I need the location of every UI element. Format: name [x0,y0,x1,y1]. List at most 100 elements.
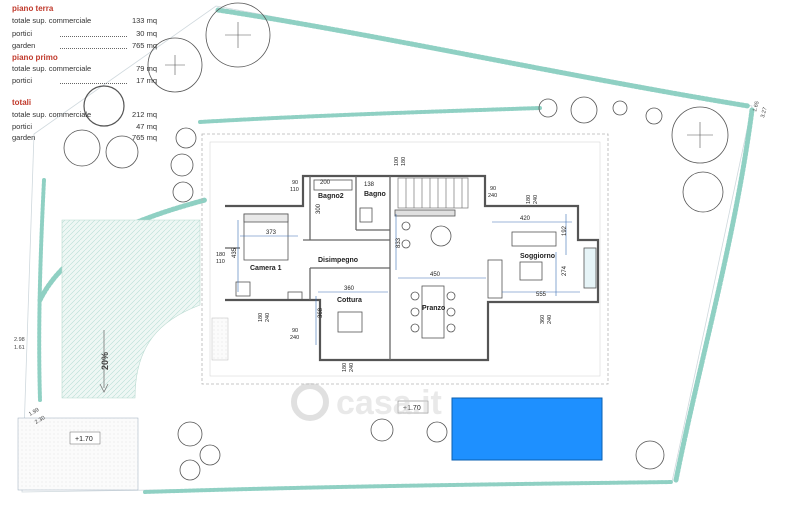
hedge-house-top [198,106,542,124]
tree [175,127,197,149]
window-90-240-b-b: 240 [488,193,497,199]
window-90-110-b: 110 [290,187,299,193]
legend-title-totali: totali [12,98,32,107]
tree [105,135,139,169]
tree [682,171,724,213]
watermark: casa.it [291,383,442,422]
legend-title-piano-terra: piano terra [12,4,54,13]
elevation-side: +1.70 [75,436,93,443]
staircase [397,177,469,209]
dim-555: 555 [536,292,547,298]
trees [63,2,729,481]
tree [177,421,203,447]
room-label-bagno: Bagno [364,191,386,198]
dim-274: 274 [562,265,568,276]
desk [287,291,303,301]
window-180-240-a-b: 240 [265,313,271,322]
legend-row-label: portici [12,76,33,85]
porch-outline [201,133,609,385]
house-walls [225,174,600,362]
site-mark-left-top: 2.98 [14,337,25,343]
legend-row-label: totale sup. commerciale [12,64,92,73]
dim-300: 300 [316,203,322,214]
window-100-180-b: 180 [401,157,407,166]
dim-192: 192 [562,225,568,236]
legend-row-value: 765 mq [131,133,157,142]
dim-420: 420 [520,216,531,222]
site-mark-corner-bottom: 2.30 [34,415,46,426]
dim-450: 450 [430,272,441,278]
legend-row: garden 765 mq [12,133,157,143]
window-180-240-a: 180 [258,313,264,322]
watermark-text: casa.it [336,384,442,422]
legend-row-label: garden [12,133,36,142]
tree [63,129,101,167]
terrace-hatched [61,219,201,399]
legend-title-piano-primo: piano primo [12,53,58,62]
tree [645,107,663,125]
kitchen-counter [394,209,456,217]
hedge-top [215,7,751,109]
dim-833: 833 [396,237,402,248]
legend-row-value: 30 mq [136,29,157,38]
legend-row: totale sup. commerciale 133 mq [12,16,157,26]
window-90-240-a: 90 [292,328,298,334]
washbasin [359,207,373,223]
dim-368: 368 [318,307,324,318]
kitchen-table [430,225,452,247]
legend-row-value: 79 mq [136,64,157,73]
legend-row-label: totale sup. commerciale [12,16,92,25]
furniture [235,179,597,339]
slope-label: 20% [100,352,110,370]
legend-row: portici 47 mq [12,122,157,132]
tree [179,459,201,481]
legend-row-value: 133 mq [131,16,157,25]
legend-row-label: totale sup. commerciale [12,110,92,119]
window-90-110: 90 [292,180,298,186]
hedge-left [37,178,46,402]
dimension-lines [237,214,580,345]
dim-373: 373 [266,230,277,236]
tree [612,100,628,116]
window-180-110: 180 [216,252,225,258]
tree [83,85,125,127]
window-100-180: 100 [394,157,400,166]
room-label-pranzo: Pranzo [422,305,445,312]
window-180-240-b: 180 [342,363,348,372]
dining-table [421,285,445,339]
tree [172,181,194,203]
terrace-lower [17,417,139,491]
room-label-bagno2: Bagno2 [318,193,344,200]
dim-138: 138 [364,182,375,188]
room-label-disimpegno: Disimpegno [318,257,358,264]
coffee-table [519,261,543,281]
window-180-240-c: 180 [526,195,532,204]
stair-left [211,317,229,361]
window-90-240-b: 90 [490,186,496,192]
tree [538,98,558,118]
site-mark-right-bottom: 3.27 [760,107,769,119]
tree [671,106,729,164]
stool [401,221,411,231]
dim-435: 435 [232,247,238,258]
stool [401,239,411,249]
legend-row-value: 212 mq [131,110,157,119]
bathtub [313,179,353,191]
legend-row-label: portici [12,122,33,131]
dim-360: 360 [344,286,355,292]
legend-row: totale sup. commerciale 212 mq [12,110,157,120]
legend-row-value: 47 mq [136,122,157,131]
tree [147,37,203,93]
window-180-110-b: 110 [216,259,225,265]
window-90-240-a-b: 240 [290,335,299,341]
tree [199,444,221,466]
tree [635,440,665,470]
window-360-240: 360 [540,315,546,324]
tree [426,421,448,443]
legend-row-value: 765 mq [131,41,157,50]
elevation-box-side [69,431,101,445]
dim-200: 200 [320,180,331,186]
